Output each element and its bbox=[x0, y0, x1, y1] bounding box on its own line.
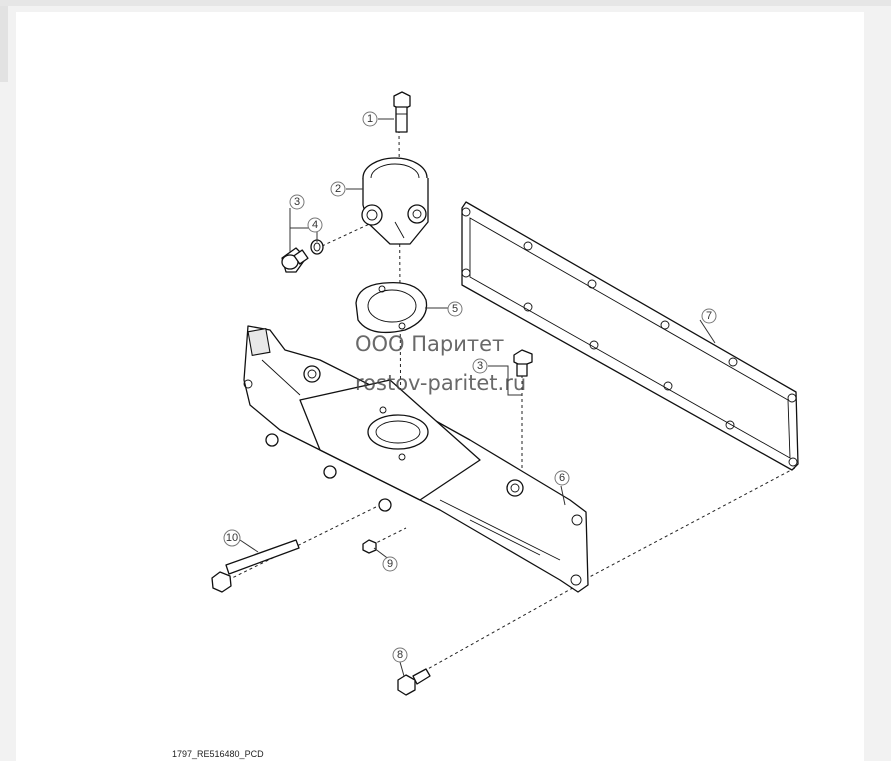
part-6-manifold bbox=[243, 325, 589, 593]
svg-text:6: 6 bbox=[559, 472, 565, 484]
svg-text:2: 2 bbox=[335, 183, 341, 195]
svg-text:5: 5 bbox=[452, 303, 458, 315]
watermark-company: ООО Паритет bbox=[355, 332, 504, 356]
callout-9: 9 bbox=[382, 556, 398, 572]
watermark-site: rostov-paritet.ru bbox=[355, 371, 526, 395]
callout-1: 1 bbox=[362, 111, 378, 127]
svg-text:3: 3 bbox=[294, 196, 300, 208]
window-top-bar bbox=[0, 0, 891, 6]
part-3-plug-right bbox=[513, 349, 533, 377]
callout-3-right: 3 bbox=[472, 358, 488, 374]
reference-code: 1797_RE516480_PCD bbox=[172, 749, 264, 759]
callout-2: 2 bbox=[330, 181, 346, 197]
svg-text:7: 7 bbox=[706, 310, 712, 322]
callout-10: 10 bbox=[223, 529, 241, 547]
svg-text:9: 9 bbox=[387, 558, 393, 570]
window-left-strip bbox=[0, 6, 8, 82]
svg-text:10: 10 bbox=[226, 532, 238, 544]
part-10-long-bolt bbox=[211, 539, 300, 593]
diagram-panel: 1 2 3 4 5 3 7 6 10 9 8 ООО Паритет rost bbox=[16, 12, 864, 761]
svg-text:1: 1 bbox=[367, 113, 373, 125]
callout-3: 3 bbox=[289, 194, 305, 210]
part-4-o-ring bbox=[310, 239, 324, 255]
callout-8: 8 bbox=[392, 647, 408, 663]
part-9-nut bbox=[362, 539, 377, 554]
callout-5: 5 bbox=[447, 301, 463, 317]
callout-7: 7 bbox=[701, 308, 717, 324]
part-7-manifold-gasket bbox=[461, 201, 799, 471]
part-1-bolt bbox=[393, 91, 411, 133]
exploded-parts-diagram: 1 2 3 4 5 3 7 6 10 9 8 ООО Паритет rost bbox=[211, 91, 799, 696]
part-8-bolt bbox=[397, 668, 431, 696]
svg-text:4: 4 bbox=[312, 219, 318, 231]
part-2-housing bbox=[361, 157, 429, 245]
part-5-gasket bbox=[355, 281, 428, 334]
callout-4: 4 bbox=[307, 217, 323, 233]
svg-text:8: 8 bbox=[397, 649, 403, 661]
callout-6: 6 bbox=[554, 470, 570, 486]
part-3-plug bbox=[281, 247, 309, 273]
svg-text:3: 3 bbox=[477, 360, 483, 372]
